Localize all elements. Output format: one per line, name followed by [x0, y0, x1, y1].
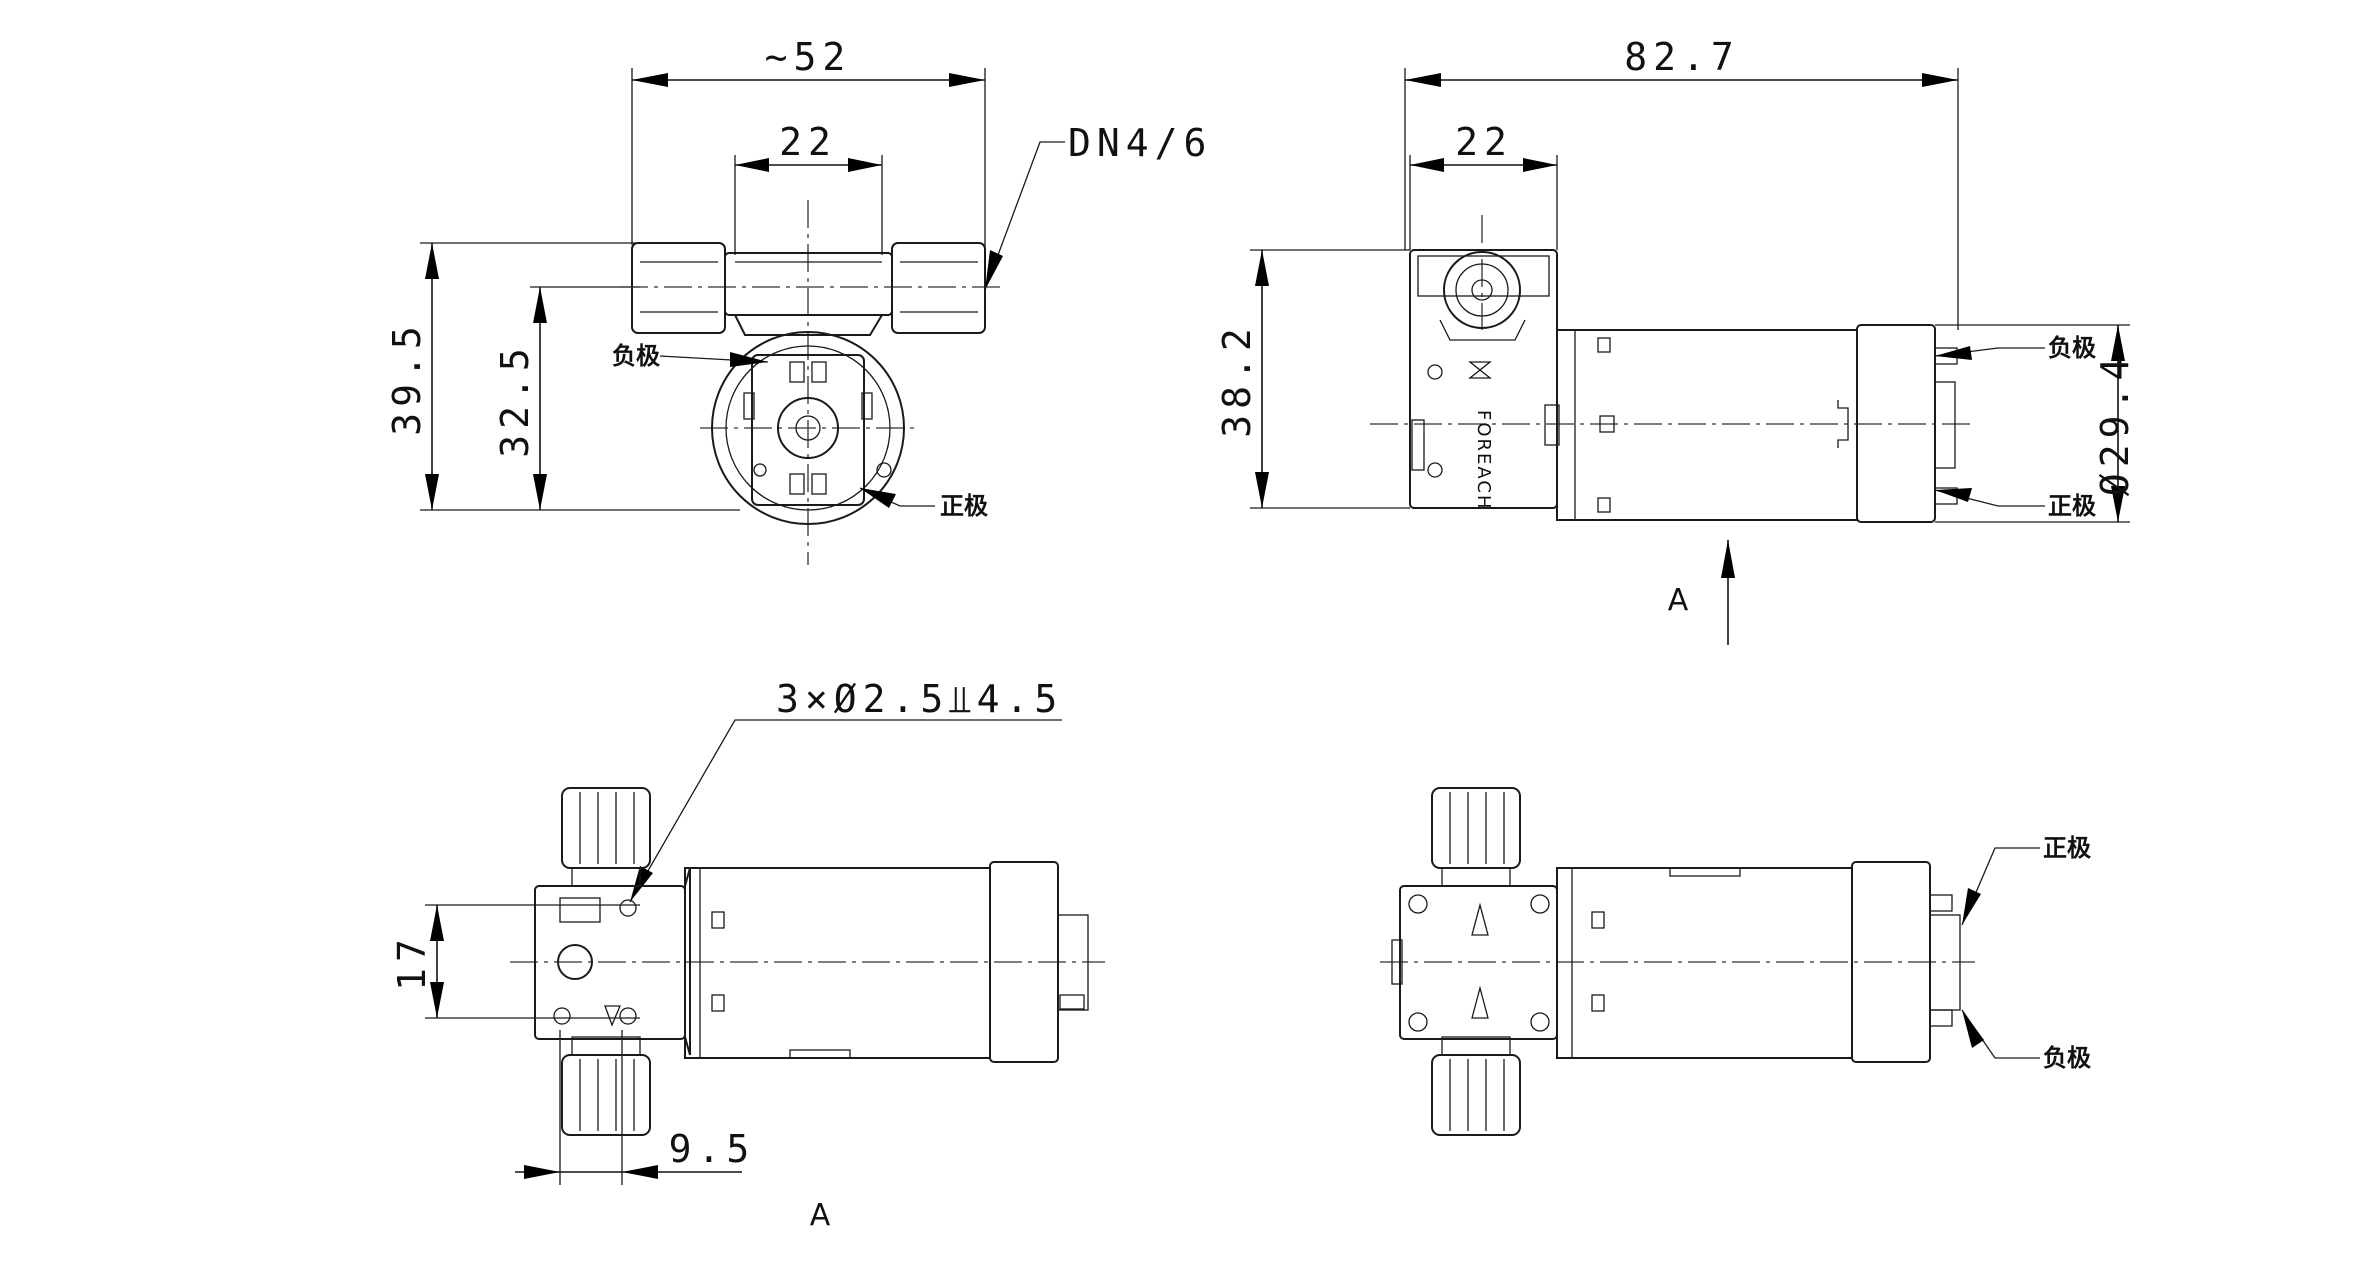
rear-view: 正极 负极 — [1380, 787, 2091, 1136]
dim-hole-spacing: 17 — [390, 933, 434, 991]
dim-axis-height: 32.5 — [493, 342, 537, 458]
positive-terminal-label: 正极 — [2043, 834, 2091, 862]
hole-callout: 3×Ø2.5⫫4.5 — [776, 677, 1063, 721]
negative-terminal-label: 负极 — [612, 342, 660, 370]
positive-terminal-label: 正极 — [940, 492, 988, 520]
negative-terminal-label: 负极 — [2048, 334, 2096, 362]
port-size-label: DN4/6 — [1068, 121, 1212, 165]
dim-overall-width: ~52 — [765, 35, 852, 79]
dim-offset: 9.5 — [669, 1127, 756, 1171]
dim-overall-height: 39.5 — [385, 320, 429, 436]
negative-terminal-label: 负极 — [2043, 1044, 2091, 1072]
bottom-view: 3×Ø2.5⫫4.5 17 9.5 A — [390, 677, 1105, 1233]
view-a-caption: A — [810, 1198, 831, 1233]
dim-motor-diameter: Ø29.4 — [2093, 352, 2137, 496]
view-a-label: A — [1668, 583, 1689, 618]
dim-body-width: 22 — [779, 120, 837, 164]
brand-logo-text: FOREACH — [1473, 410, 1494, 511]
dim-head-width: 22 — [1455, 120, 1513, 164]
positive-terminal-label: 正极 — [2048, 492, 2096, 520]
front-view: ~52 22 DN4/6 39.5 32.5 — [385, 35, 1212, 565]
side-view: 82.7 22 38.2 Ø29.4 FOREACH — [1215, 35, 2137, 645]
dim-overall-length: 82.7 — [1624, 35, 1740, 79]
dim-head-height: 38.2 — [1215, 322, 1259, 438]
